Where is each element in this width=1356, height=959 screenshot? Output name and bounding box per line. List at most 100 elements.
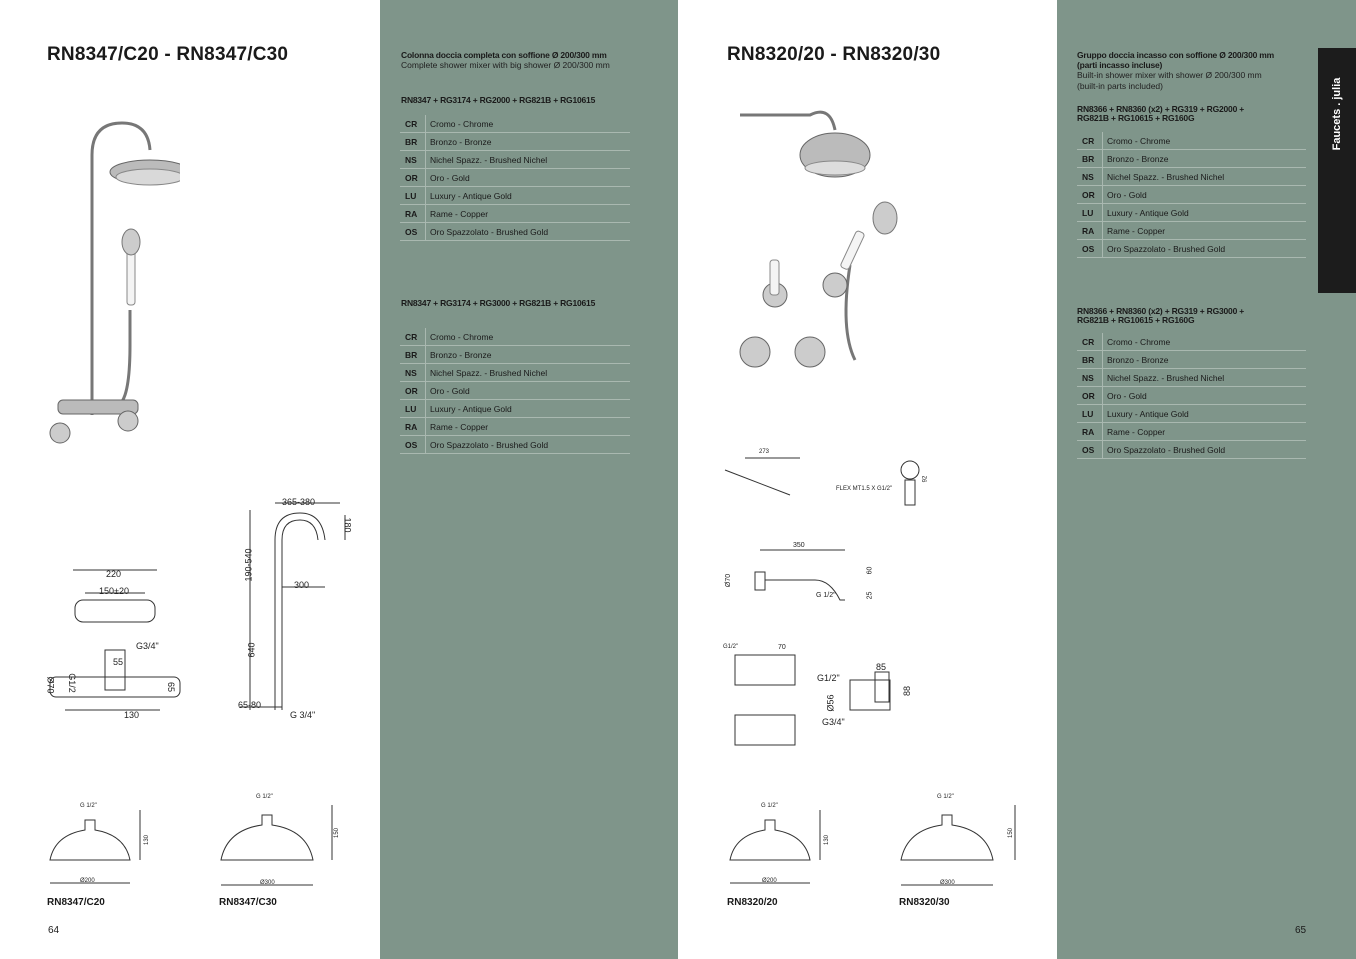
shower-head-drawing: [220, 805, 333, 886]
combo-code: RN8347 + RG3174 + RG3000 + RG821B + RG10…: [401, 298, 596, 308]
dim-label: 130: [124, 710, 140, 720]
finish-name: Luxury - Antique Gold: [425, 187, 512, 204]
finish-code: RA: [1082, 225, 1095, 236]
finish-code: LU: [405, 190, 417, 201]
finish-row: BR Bronzo - Bronze: [1077, 351, 1306, 369]
finish-row: LU Luxury - Antique Gold: [400, 400, 630, 418]
combo-code: RN8347 + RG3174 + RG2000 + RG821B + RG10…: [401, 95, 596, 105]
dim-label: 365-380: [282, 497, 316, 507]
finish-name: Oro Spazzolato - Brushed Gold: [425, 223, 548, 240]
head-dia: Ø300: [260, 880, 275, 886]
finish-name: Luxury - Antique Gold: [1102, 405, 1189, 422]
left-green-panel: [380, 0, 678, 959]
combo-code: RN8366 + RN8360 (x2) + RG319 + RG3000 +: [1077, 306, 1245, 316]
finish-name: Bronzo - Bronze: [1102, 150, 1168, 167]
dim-label: G3/4": [136, 641, 159, 651]
shower-head-drawing: [49, 810, 141, 884]
model-label: RN8347/C20: [47, 897, 105, 908]
finish-row: RA Rame - Copper: [1077, 222, 1306, 240]
page-number: 64: [48, 925, 60, 936]
dim-label: 150±20: [99, 586, 129, 596]
finish-code: RA: [405, 208, 418, 219]
head-dia: Ø200: [762, 878, 777, 884]
finish-row: CR Cromo - Chrome: [1077, 333, 1306, 351]
dim-label: FLEX MT1.5 X G1/2": [836, 486, 893, 492]
dim-label: 85: [876, 662, 887, 672]
combo-code: RG821B + RG10615 + RG160G: [1077, 315, 1195, 325]
head-height: 130: [144, 834, 151, 846]
dim-label: G 1/2": [816, 592, 836, 599]
finish-code: BR: [1082, 354, 1095, 365]
finish-name: Rame - Copper: [425, 205, 488, 222]
tech-drawings-right: [724, 457, 920, 746]
head-dia: Ø300: [940, 880, 955, 886]
page-title-left: RN8347/C20 - RN8347/C30: [47, 44, 289, 65]
finish-row: OS Oro Spazzolato - Brushed Gold: [1077, 441, 1306, 459]
finish-code: CR: [1082, 336, 1095, 347]
finish-row: RA Rame - Copper: [400, 205, 630, 223]
finish-code: OR: [1082, 189, 1095, 200]
mixer-tech-drawing: [49, 569, 181, 711]
finish-name: Cromo - Chrome: [425, 328, 493, 345]
dim-label: 640: [246, 642, 257, 658]
finish-code: CR: [405, 118, 418, 129]
finish-row: OR Oro - Gold: [400, 169, 630, 187]
finish-code: BR: [405, 136, 418, 147]
head-conn: G 1/2": [761, 803, 778, 809]
dim-label: Ø70: [45, 676, 56, 694]
dim-label: G1/2": [817, 673, 840, 683]
head-height: 150: [1008, 827, 1015, 839]
finish-name: Cromo - Chrome: [1102, 132, 1170, 149]
shower-head-drawing: [729, 810, 821, 884]
dim-label: 88: [902, 685, 913, 697]
head-height: 130: [824, 834, 831, 846]
finish-code: OS: [1082, 444, 1095, 455]
finish-name: Nichel Spazz. - Brushed Nichel: [425, 364, 547, 381]
finish-name: Oro - Gold: [425, 169, 470, 186]
subtitle-it-right: Gruppo doccia incasso con soffione Ø 200…: [1077, 50, 1275, 60]
finish-name: Oro Spazzolato - Brushed Gold: [1102, 441, 1225, 458]
dim-label: 25: [866, 591, 874, 600]
finish-code: OR: [405, 172, 418, 183]
finish-name: Luxury - Antique Gold: [425, 400, 512, 417]
finish-name: Cromo - Chrome: [425, 115, 493, 132]
finish-code: OS: [1082, 243, 1095, 254]
dim-label: 60: [866, 566, 874, 575]
built-in-shower-image: [739, 110, 898, 368]
finish-row: BR Bronzo - Bronze: [400, 133, 630, 151]
finish-name: Nichel Spazz. - Brushed Nichel: [1102, 168, 1224, 185]
finish-row: LU Luxury - Antique Gold: [400, 187, 630, 205]
finish-name: Rame - Copper: [425, 418, 488, 435]
finish-name: Oro Spazzolato - Brushed Gold: [1102, 240, 1225, 257]
dim-label: 92: [922, 475, 929, 483]
finish-name: Bronzo - Bronze: [425, 133, 491, 150]
finish-name: Cromo - Chrome: [1102, 333, 1170, 350]
dim-label: 220: [106, 569, 122, 579]
combo-code: RN8366 + RN8360 (x2) + RG319 + RG2000 +: [1077, 104, 1245, 114]
finish-code: OS: [405, 226, 418, 237]
head-conn: G 1/2": [937, 794, 954, 800]
finish-code: RA: [1082, 426, 1095, 437]
finish-name: Luxury - Antique Gold: [1102, 204, 1189, 221]
dim-label: G1/2": [723, 644, 739, 650]
finish-code: OS: [405, 439, 418, 450]
finish-code: NS: [405, 154, 417, 165]
section-tab-label: Faucets . julia: [1331, 77, 1343, 151]
right-green-panel: [1057, 0, 1356, 959]
finish-code: LU: [405, 403, 417, 414]
finish-name: Bronzo - Bronze: [1102, 351, 1168, 368]
dim-label: G3/4": [822, 717, 845, 727]
finish-name: Rame - Copper: [1102, 222, 1165, 239]
dim-label: 273: [759, 449, 770, 455]
